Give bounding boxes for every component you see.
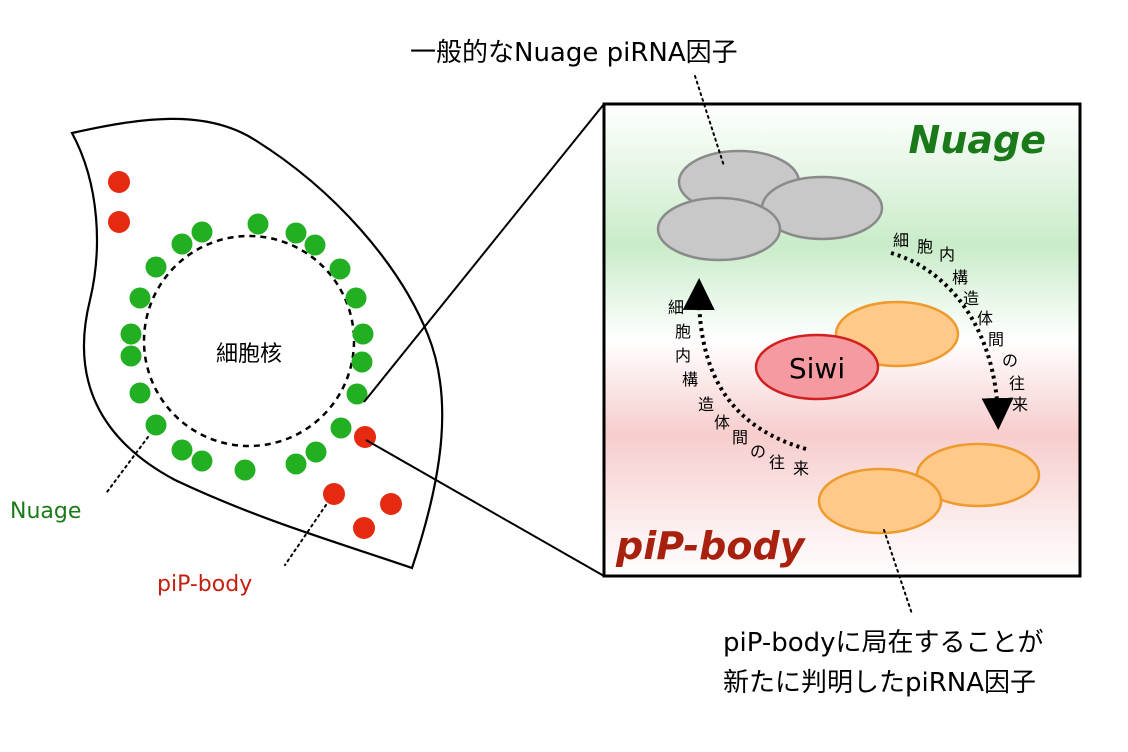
siwi-factor [754,333,880,401]
transit-char: 構 [952,268,968,287]
pipbody-granule [323,483,345,505]
pipbody-region-label: piP-body [615,524,807,568]
nuage-granule [171,233,193,255]
transit-char: 来 [793,459,809,478]
nuage-granule [145,256,167,278]
transit-char: 構 [682,370,698,389]
nuage-granule [234,459,256,481]
transit-char: 造 [963,289,979,308]
transit-char: 細 [893,231,909,250]
top-caption: 一般的なNuage piRNA因子 [410,38,738,68]
pipbody-granule [108,211,130,233]
nuage-granule [120,323,142,345]
transit-arrow-right [890,251,1014,430]
bottom-caption-line2: 新たに判明したpiRNA因子 [723,668,1036,698]
transit-char: 間 [732,428,748,447]
orange-factor [817,467,943,535]
nuage-factor [656,196,782,262]
nuage-granule [191,450,213,472]
transit-char: の [1002,351,1018,370]
nuage-granule [285,453,307,475]
pipbody-granule [108,171,130,193]
bottom-caption-leader [883,529,913,615]
nuage-granule [329,258,351,280]
nuage-granule [345,287,367,309]
transit-char: 間 [988,330,1004,349]
transit-char: 胞 [917,237,933,256]
transit-char: 内 [675,346,691,365]
nuage-granule [330,417,352,439]
pipbody-label-left: piP-body [157,572,252,597]
nuage-granule [304,234,326,256]
transit-char: 細 [668,298,684,317]
zoom-line-top [363,103,605,403]
transit-char: 胞 [675,322,691,341]
transit-char: 体 [714,413,730,432]
nuage-factors [656,149,884,262]
transit-text-right: 細胞内構造体間の往来 [893,231,1028,414]
pipbody-granule [380,493,402,515]
nuage-leader-line [106,436,149,493]
nuage-granule [352,323,374,345]
nuage-granule [145,414,167,436]
nucleus-envelope [142,234,356,448]
pipbody-leader-line [284,504,327,566]
transit-char: 内 [939,245,955,264]
nucleus-label: 細胞核 [216,342,282,367]
siwi-label: Siwi [789,352,845,385]
transit-char: 造 [698,395,714,414]
transit-char: 往 [1009,374,1025,393]
nuage-granule [171,439,193,461]
nuage-granule [305,441,327,463]
nuage-granule [247,213,269,235]
zoom-line-bottom [365,439,605,577]
nuage-granule [285,222,307,244]
nuage-label-left: Nuage [10,499,81,524]
nuage-granule [129,382,151,404]
transit-char: 往 [769,453,785,472]
transit-char: 来 [1012,395,1028,414]
transit-arrow-left [682,278,807,451]
transit-char: 体 [977,309,993,328]
nuage-granule [191,221,213,243]
nuage-granules [120,213,374,481]
nuage-region-label: Nuage [909,118,1046,162]
nuage-granule [120,345,142,367]
nuage-granule [346,383,368,405]
top-caption-leader [694,75,725,167]
transit-char: の [750,442,766,461]
cell-outline [70,117,444,570]
transit-text-left: 細胞内構造体間の往来 [668,298,809,478]
bottom-caption-line1: piP-bodyに局在することが [723,628,1044,658]
nuage-granule [129,287,151,309]
nuage-granule [351,351,373,373]
pipbody-granule [353,517,375,539]
